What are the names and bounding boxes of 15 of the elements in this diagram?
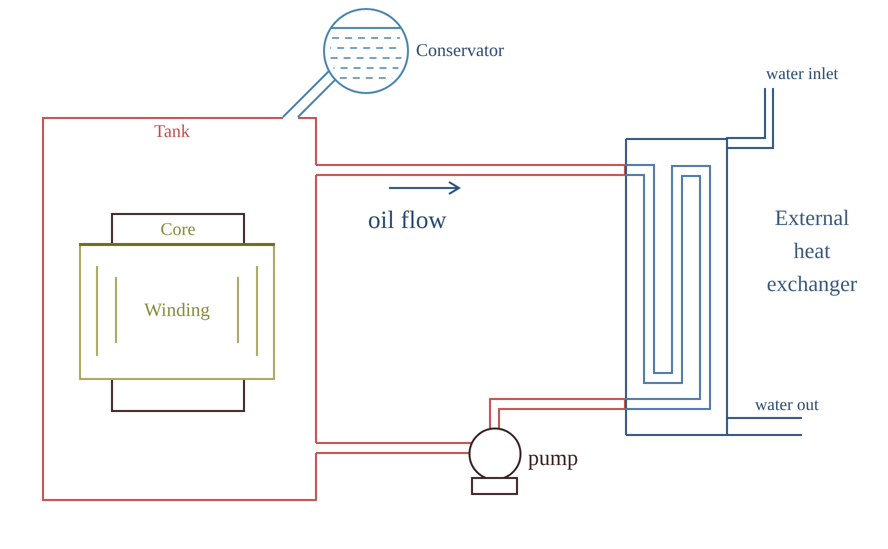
oil-pipe (315, 164, 626, 176)
conservator-label: Conservator (416, 40, 504, 61)
water-pipe (726, 417, 803, 436)
core-label: Core (160, 219, 196, 240)
winding-label: Winding (144, 300, 210, 322)
oil-pipe (315, 442, 474, 454)
heat-exchanger-label: External heat exchanger (766, 204, 858, 298)
oil-flow-label: oil flow (368, 207, 446, 236)
pump-label: pump (528, 445, 578, 470)
water-pipe (726, 87, 774, 149)
water-out-label: water out (755, 395, 819, 415)
conservator-pipe (282, 69, 337, 118)
oil-pipe (489, 398, 626, 430)
tank-label: Tank (154, 121, 190, 142)
water-inlet-label: water inlet (766, 64, 838, 84)
